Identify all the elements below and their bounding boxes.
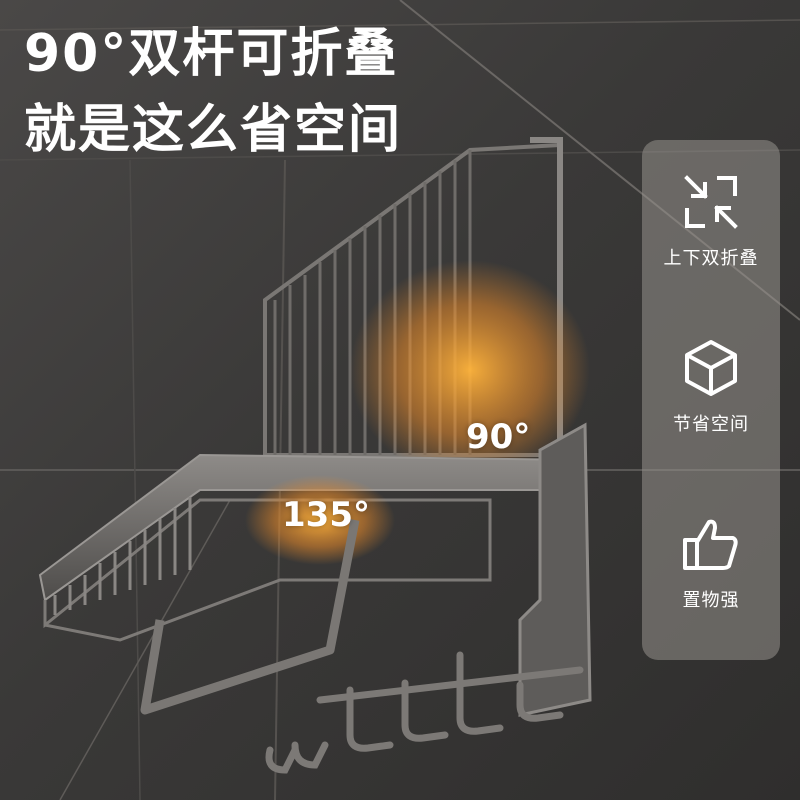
glow-90 [350,260,590,480]
feature-panel: 上下双折叠 节省空间 置物强 [642,140,780,660]
feature-fold: 上下双折叠 [642,170,780,270]
glow-135 [245,475,395,565]
towel-bar [140,519,360,715]
hook-bar [265,651,584,774]
feature-load: 置物强 [642,512,780,612]
feature-space: 节省空间 [642,336,780,436]
feature-space-label: 节省空间 [673,414,749,435]
angle-label-90: 90° [466,417,531,457]
feature-load-label: 置物强 [682,590,740,611]
headline-line2: 就是这么省空间 [24,100,403,160]
feature-fold-label: 上下双折叠 [663,248,759,269]
cube-icon [685,340,737,396]
fold-arrows-icon [684,175,738,229]
thumbs-up-icon [683,519,738,570]
headline-line1: 90°双杆可折叠 [24,24,399,84]
angle-label-135: 135° [282,495,370,535]
